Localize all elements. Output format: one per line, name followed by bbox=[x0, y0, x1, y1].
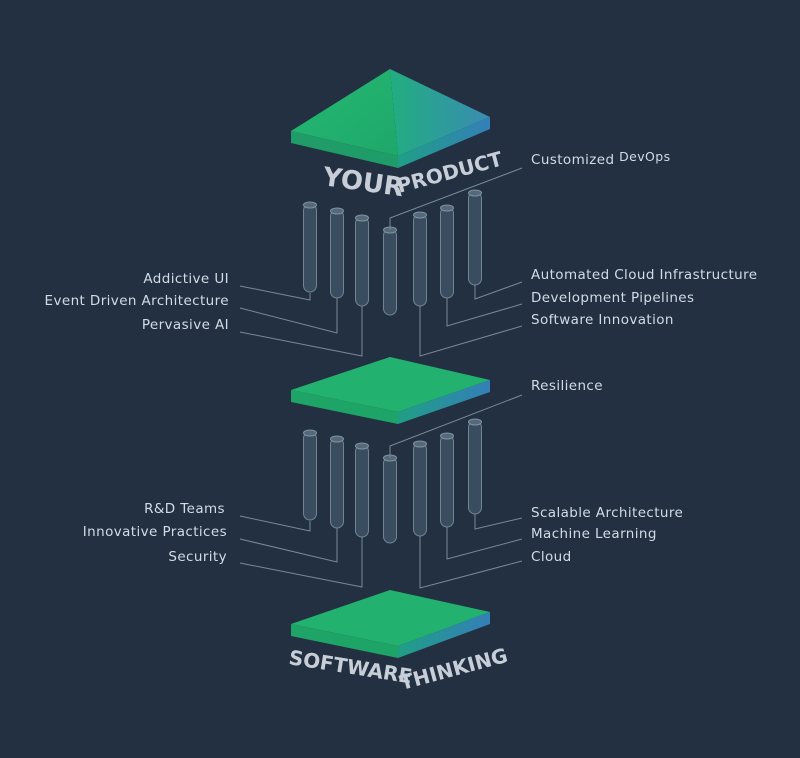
leader-line bbox=[389, 167, 523, 230]
middle-slab bbox=[291, 357, 490, 424]
pillar bbox=[440, 432, 454, 528]
roof-left-face bbox=[291, 69, 398, 156]
leader-line bbox=[239, 528, 338, 563]
lower-leader-lines bbox=[239, 394, 523, 589]
bottom-slab-right-edge bbox=[398, 612, 490, 658]
upper-pillar-group bbox=[303, 189, 482, 316]
leader-line bbox=[239, 515, 311, 532]
lower-pillar-group bbox=[303, 418, 482, 544]
pillar bbox=[468, 189, 482, 286]
leader-line bbox=[446, 298, 523, 327]
label-resilience: Resilience bbox=[531, 378, 603, 394]
leader-line bbox=[239, 285, 311, 301]
label-security: Security bbox=[168, 549, 227, 565]
label-rd-teams: R&D Teams bbox=[144, 501, 225, 517]
leader-line bbox=[419, 536, 523, 589]
leader-line bbox=[239, 537, 363, 588]
pillar bbox=[355, 442, 369, 538]
middle-slab-right-edge bbox=[398, 380, 490, 424]
label-automated-cloud-infrastructure: Automated Cloud Infrastructure bbox=[531, 267, 758, 283]
product-roof bbox=[291, 69, 490, 168]
leader-line bbox=[446, 527, 523, 560]
leader-line bbox=[419, 306, 523, 357]
roof-right-face bbox=[390, 69, 490, 156]
label-machine-learning: Machine Learning bbox=[531, 526, 657, 542]
leader-line bbox=[474, 514, 523, 530]
pillar bbox=[468, 418, 482, 515]
label-customized-devops: Customized DevOps bbox=[531, 149, 671, 168]
roof-right-edge bbox=[398, 117, 490, 168]
bottom-slab bbox=[291, 590, 490, 658]
pillar bbox=[383, 454, 397, 544]
pillar bbox=[413, 211, 427, 307]
label-devops: DevOps bbox=[619, 149, 671, 164]
pillar bbox=[355, 214, 369, 307]
label-scalable-architecture: Scalable Architecture bbox=[531, 505, 684, 521]
leader-line bbox=[239, 306, 363, 357]
bottom-slab-left-edge bbox=[291, 624, 398, 658]
label-development-pipelines: Development Pipelines bbox=[531, 290, 695, 306]
middle-slab-top bbox=[291, 357, 490, 412]
label-innovative-practices: Innovative Practices bbox=[82, 524, 227, 540]
label-customized: Customized bbox=[531, 152, 615, 168]
label-pervasive-ai: Pervasive AI bbox=[141, 317, 229, 333]
bottom-slab-top bbox=[291, 590, 490, 646]
pillar bbox=[440, 204, 454, 299]
roof-left-edge bbox=[291, 131, 398, 168]
label-cloud: Cloud bbox=[531, 549, 572, 565]
pillar bbox=[383, 226, 397, 316]
pillar bbox=[330, 435, 344, 529]
label-event-driven-architecture: Event Driven Architecture bbox=[44, 293, 229, 309]
leader-line bbox=[389, 394, 523, 458]
upper-leader-lines bbox=[239, 167, 523, 357]
pillar bbox=[303, 429, 317, 521]
middle-slab-left-edge bbox=[291, 390, 398, 424]
leader-line bbox=[239, 298, 338, 334]
label-addictive-ui: Addictive UI bbox=[143, 271, 229, 287]
leader-line bbox=[474, 281, 523, 300]
pillar bbox=[303, 201, 317, 293]
title-your: YOUR bbox=[320, 162, 406, 203]
pillar bbox=[330, 207, 344, 299]
label-software-innovation: Software Innovation bbox=[531, 312, 674, 328]
pillar bbox=[413, 440, 427, 537]
